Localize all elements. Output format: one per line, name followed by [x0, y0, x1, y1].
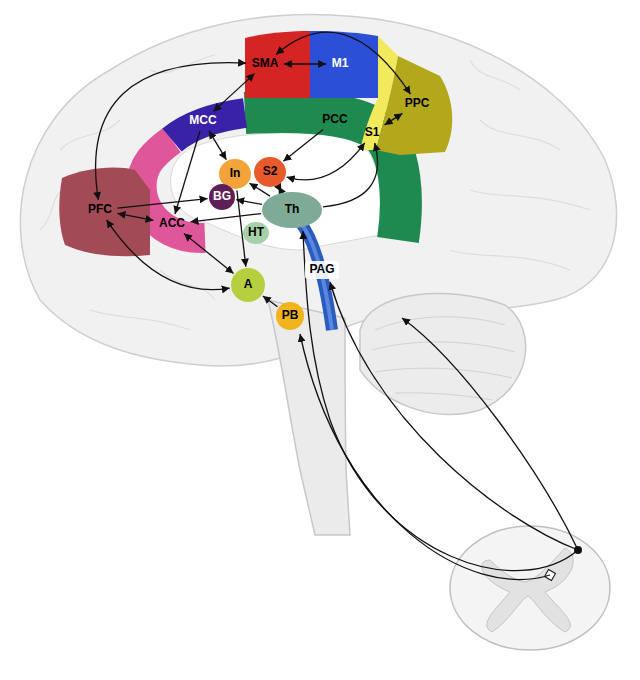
node-label: BG: [213, 190, 231, 203]
gyrus-line: [450, 250, 570, 270]
pathway-arrow: [323, 143, 377, 207]
folium-line: [372, 342, 515, 352]
nucleus-circle: PB: [276, 302, 304, 330]
spinomesencephalic-tract: [330, 282, 578, 550]
node-label: In: [230, 167, 241, 180]
pfc-region: [59, 168, 150, 257]
pathway-arrow: [284, 63, 326, 64]
region-label: MCC: [185, 112, 220, 129]
gyrus-line: [470, 60, 520, 90]
pathway-arrow: [283, 130, 323, 162]
node-label: ACC: [159, 217, 185, 230]
pathway-arrow: [385, 113, 403, 124]
node-label: PFC: [88, 203, 112, 216]
gyrus-line: [60, 120, 120, 150]
region-label: PCC: [318, 111, 351, 128]
spinocerebellar-tract: [402, 318, 578, 550]
gyrus-line: [470, 190, 590, 210]
spinal-cord-section: [450, 526, 610, 650]
node-label: A: [244, 278, 253, 291]
folium-line: [375, 368, 512, 378]
brainstem: [268, 300, 350, 535]
region-label: PFC: [84, 201, 116, 218]
anterior-cingulate-band: [142, 140, 205, 238]
gyrus-line: [90, 310, 190, 330]
node-label: PCC: [322, 113, 347, 126]
nucleus-circle: S2: [254, 157, 286, 187]
cerebellum-folia: [372, 317, 515, 400]
nucleus-circle: BG: [209, 184, 235, 210]
node-label: S1: [365, 126, 380, 139]
node-label: PAG: [309, 263, 334, 276]
pathway-arrow: [213, 74, 254, 112]
node-label: Th: [285, 203, 300, 216]
gyrus-line: [480, 120, 560, 150]
pathway-arrow: [278, 186, 281, 191]
pathway-arrow: [287, 143, 365, 180]
pathway-arrow: [117, 213, 153, 220]
spinal-projections: [300, 231, 578, 579]
posterior-cingulate-band: [245, 112, 401, 240]
node-label: SMA: [252, 57, 279, 70]
region-label: PAG: [305, 261, 338, 278]
hypothalamus-blob: HT: [243, 222, 269, 244]
gyrus-line: [40, 190, 62, 230]
pathway-arrow: [184, 234, 234, 274]
pathway-arrow: [236, 200, 262, 205]
node-label: S2: [263, 165, 278, 178]
ppc-region: [376, 56, 452, 155]
nucleus-circle: A: [231, 268, 265, 302]
region-label: M1: [328, 55, 353, 72]
spinal-gray-matter: [482, 548, 573, 632]
region-label: PPC: [401, 95, 434, 112]
pathway-arrow: [263, 296, 278, 307]
node-label: PPC: [405, 97, 430, 110]
spinothalamic-tract: [303, 231, 578, 571]
region-label: SMA: [248, 55, 283, 72]
gyrus-line: [160, 270, 215, 300]
pathway-arrow: [190, 214, 261, 222]
pathway-arrow: [209, 131, 226, 160]
node-label: HT: [248, 226, 264, 239]
thalamus-blob: Th: [262, 192, 322, 228]
pathway-arrow: [276, 32, 410, 94]
region-label: ACC: [155, 215, 189, 232]
region-label: S1: [361, 124, 384, 141]
mid-cingulate-band: [172, 113, 245, 140]
spinoparabrachial-tract: [300, 334, 550, 579]
folium-line: [375, 317, 505, 330]
pathway-arrow: [117, 199, 207, 209]
node-label: MCC: [189, 114, 216, 127]
node-label: M1: [332, 57, 349, 70]
node-label: PB: [282, 309, 299, 322]
